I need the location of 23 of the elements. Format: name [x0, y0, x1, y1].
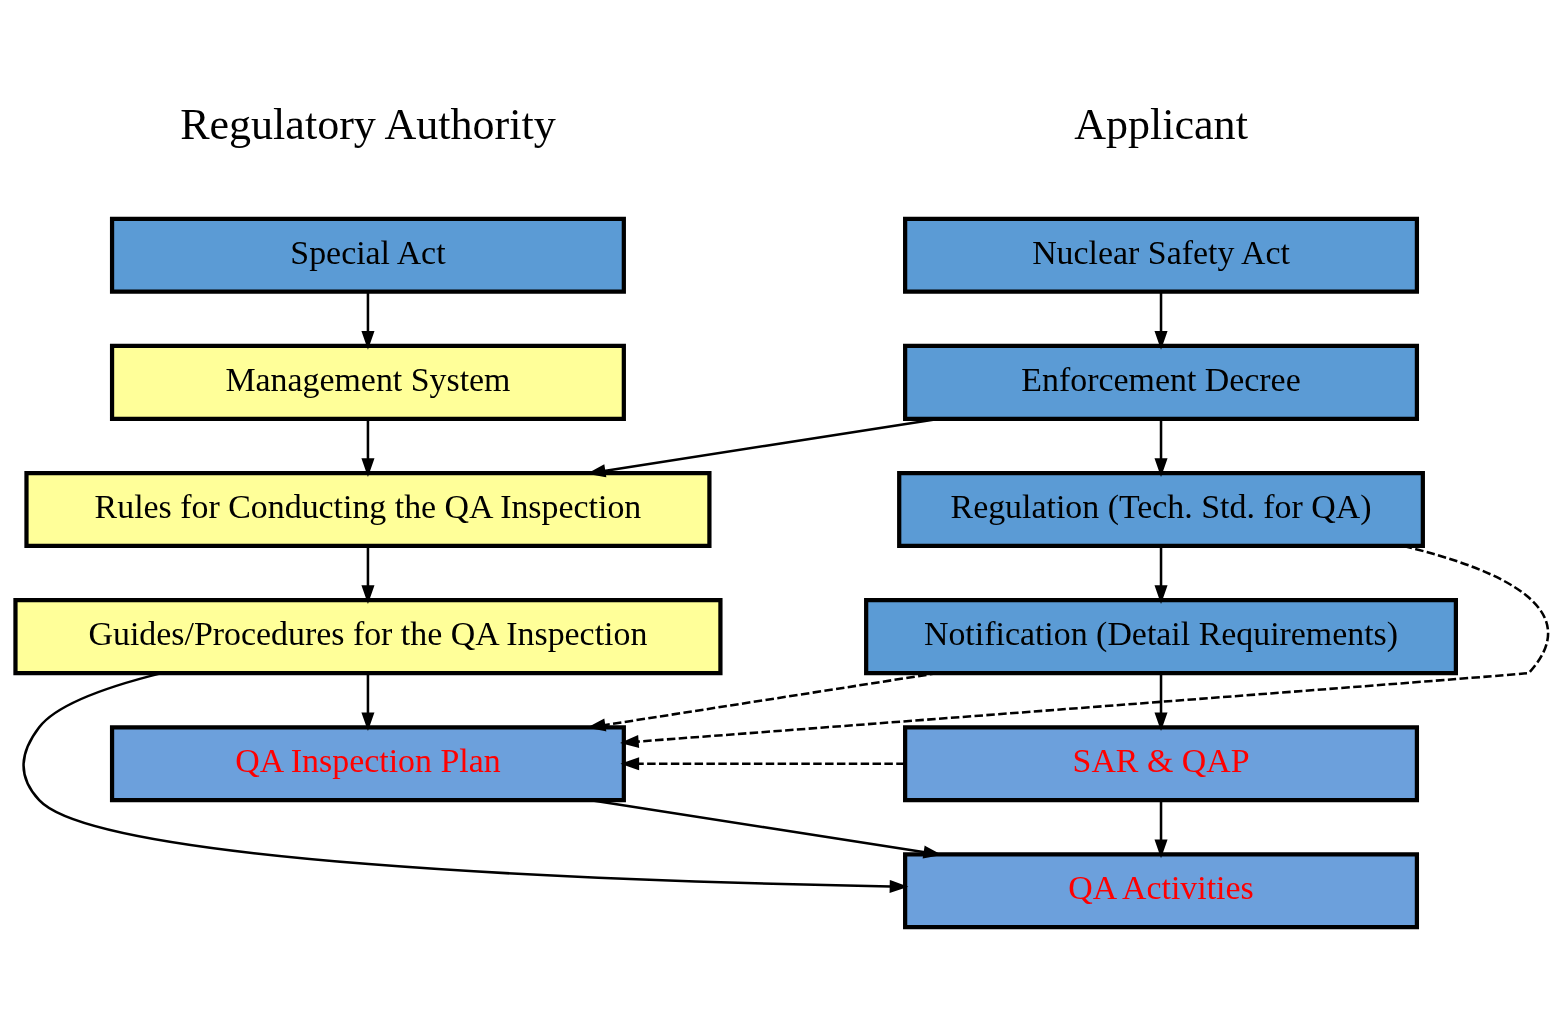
arrow — [1154, 292, 1168, 350]
node-box: QA Inspection Plan — [109, 725, 626, 803]
node-box: Nuclear Safety Act — [903, 216, 1420, 294]
arrow — [1154, 546, 1168, 604]
node-box: Management System — [109, 343, 626, 421]
arrow — [1154, 800, 1168, 859]
arrow — [620, 757, 905, 771]
node-box: Rules for Conducting the QA Inspection — [24, 470, 712, 549]
node-box: Special Act — [109, 216, 626, 294]
arrow — [361, 546, 375, 604]
node-box: Regulation (Tech. Std. for QA) — [897, 470, 1425, 549]
node-box: Notification (Detail Requirements) — [864, 598, 1458, 676]
label: Applicant — [1074, 99, 1248, 149]
node-box: Enforcement Decree — [903, 343, 1420, 421]
arrow — [1154, 673, 1168, 732]
node-box: SAR & QAP — [903, 725, 1420, 803]
arrow — [361, 419, 375, 477]
node-box: QA Activities — [903, 852, 1420, 930]
node-box: Guides/Procedures for the QA Inspection — [13, 598, 723, 676]
arrow — [361, 292, 375, 350]
label: Regulatory Authority — [180, 99, 556, 149]
arrow — [1154, 419, 1168, 477]
arrow — [361, 673, 375, 732]
